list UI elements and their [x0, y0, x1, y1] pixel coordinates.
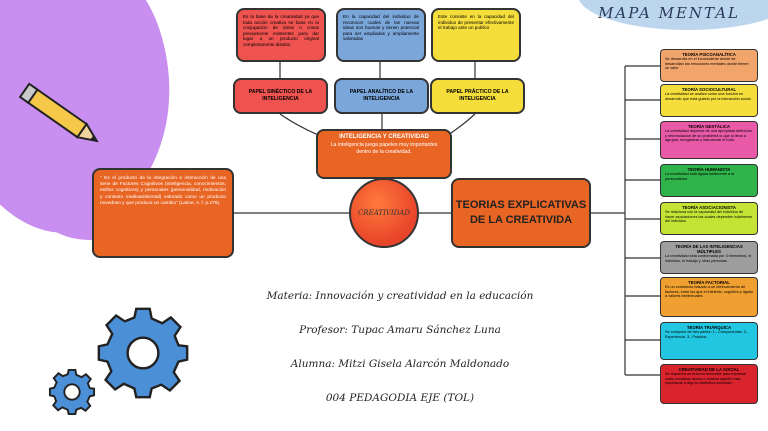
- practical-description-card: Este consiste en la capacidad del indivi…: [431, 8, 521, 62]
- student-line: Alumna: Mitzi Gisela Alarcón Maldonado: [290, 358, 510, 370]
- explanatory-theories-title-line2: DE LA CREATIVIDA: [469, 214, 573, 226]
- theory-text: Se compone de tres partes: 1.- Component…: [665, 330, 749, 339]
- theory-text: Se desarrolla en el inconsciente donde s…: [665, 57, 749, 71]
- theory-name: TEORÍA GESTÁLICA: [687, 124, 731, 129]
- explanatory-theories-title-line1: TEORIAS EXPLICATIVAS: [455, 199, 587, 211]
- theory-card-gestalt: TEORÍA GESTÁLICA La creatividad depende …: [660, 121, 758, 159]
- theory-card-triarchic: TEORÍA TRIÁRQUICA Se compone de tres par…: [660, 322, 758, 360]
- group-line: 004 PEDAGODIA EJE (TOL): [325, 392, 475, 404]
- definition-box: " Es el producto de la integración e int…: [92, 168, 234, 258]
- practical-role-label: PAPEL PRÁCTICO DE LA INTELIGENCIA: [446, 89, 509, 102]
- theory-text: Es un constructo basado a un intrincamie…: [665, 285, 754, 299]
- creativity-center-label: CREATIVIDAD: [358, 209, 410, 217]
- explanatory-theories-box: TEORIAS EXPLICATIVAS DE LA CREATIVIDA: [451, 178, 591, 248]
- intelligence-creativity-title: INTELIGENCIA Y CREATIVIDAD: [339, 134, 429, 140]
- analytic-role-box: PAPEL ANALÍTICO DE LA INTELIGENCIA: [334, 78, 429, 114]
- theory-card-sociocultural: TEORÍA SOCIOCULTURAL La creatividad se a…: [660, 84, 758, 117]
- definition-text: " Es el producto de la integración e int…: [100, 176, 226, 206]
- theory-card-social-creativity: CREATIVIDAD DE LA SOCIAL Se requerirá un…: [660, 364, 758, 404]
- theory-card-factorial: TEORÍA FACTORIAL Es un constructo basado…: [660, 277, 758, 317]
- teacher-line: Profesor: Tupac Amaru Sánchez Luna: [299, 324, 501, 336]
- theory-text: La creatividad depende de una apropiada …: [665, 129, 753, 143]
- theory-name: TEORÍA ASOCIACIONISTA: [681, 205, 737, 210]
- theory-card-humanist: TEORÍA HUMANISTA La creatividad está lig…: [660, 164, 758, 197]
- pencil-icon: [18, 82, 99, 143]
- large-gear-icon: [97, 307, 189, 399]
- practical-description-text: Este consiste en la capacidad del indivi…: [438, 14, 514, 31]
- practical-role-box: PAPEL PRÁCTICO DE LA INTELIGENCIA: [430, 78, 525, 114]
- synectic-description-card: Es la base de la creatividad ya que toda…: [236, 8, 326, 62]
- theory-text: La creatividad se analiza como una funci…: [665, 92, 752, 101]
- page-title: MAPA MENTAL: [598, 4, 740, 22]
- analytic-description-text: En la capacidad del individuo de reconoc…: [343, 14, 419, 42]
- synectic-role-box: PAPEL SINÉCTICO DE LA INTELIGENCIA: [233, 78, 328, 114]
- theory-name: CREATIVIDAD DE LA SOCIAL: [678, 367, 740, 372]
- intelligence-creativity-text: La inteligencia juega papeles muy import…: [330, 142, 438, 155]
- theory-name: TEORÍA PSICOANALÍTICA: [682, 52, 736, 57]
- theory-text: Se requerirá un entorno favorable para e…: [665, 372, 747, 386]
- analytic-role-label: PAPEL ANALÍTICO DE LA INTELIGENCIA: [349, 89, 414, 102]
- theory-text: Se relaciona con la capacidad del indivi…: [665, 210, 753, 224]
- intelligence-creativity-box: INTELIGENCIA Y CREATIVIDAD La inteligenc…: [316, 129, 452, 179]
- analytic-description-card: En la capacidad del individuo de reconoc…: [336, 8, 426, 62]
- theory-name: TEORÍA TRIÁRQUICA: [686, 325, 732, 330]
- creativity-center-node: CREATIVIDAD: [349, 178, 419, 248]
- theory-card-psychoanalytic: TEORÍA PSICOANALÍTICA Se desarrolla en e…: [660, 49, 758, 82]
- subject-line: Materia: Innovación y creatividad en la …: [266, 290, 534, 302]
- theory-name: TEORÍA FACTORIAL: [688, 280, 730, 285]
- theory-card-multiple-intelligences: TEORÍA DE LAS INTELIGENCIAS MÚLTIPLES La…: [660, 241, 758, 274]
- theory-text: La creatividad esta conformada por 3 ele…: [665, 254, 752, 263]
- theory-name: TEORÍA SOCIOCULTURAL: [681, 87, 737, 92]
- theory-text: La creatividad está ligada totalmente a …: [665, 172, 735, 181]
- theory-name: TEORÍA DE LAS INTELIGENCIAS MÚLTIPLES: [675, 244, 743, 254]
- synectic-role-label: PAPEL SINÉCTICO DE LA INTELIGENCIA: [248, 89, 313, 102]
- theory-name: TEORÍA HUMANISTA: [687, 167, 731, 172]
- small-gear-icon: [48, 368, 96, 416]
- synectic-description-text: Es la base de la creatividad ya que toda…: [243, 14, 319, 47]
- theory-card-associationist: TEORÍA ASOCIACIONISTA Se relaciona con l…: [660, 202, 758, 235]
